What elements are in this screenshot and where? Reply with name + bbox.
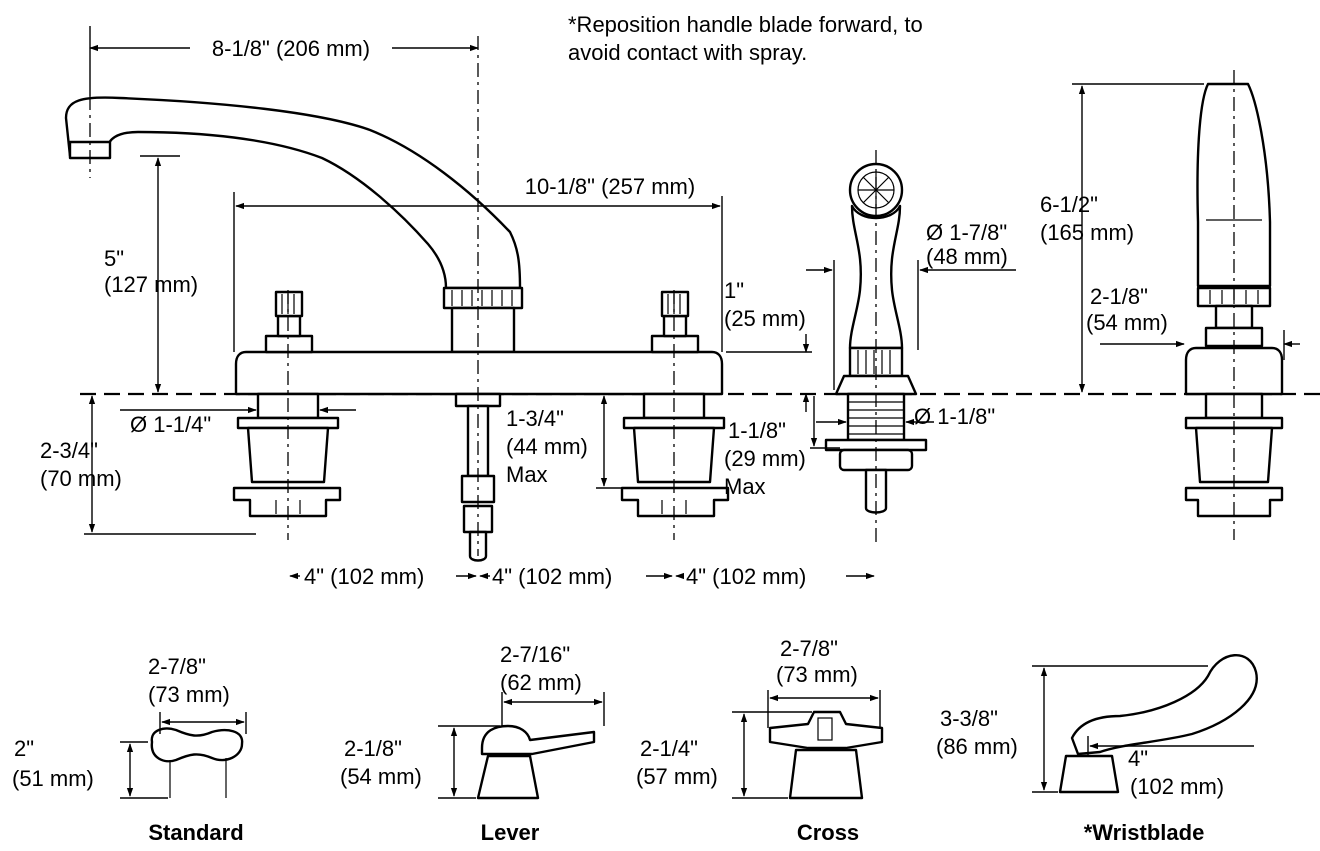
standard-width-in: 2-7/8" <box>148 654 206 679</box>
lever-handle-shape <box>480 724 596 756</box>
handle-standard <box>120 712 247 799</box>
lever-width-in: 2-7/16" <box>500 642 570 667</box>
wristblade-width-in: 4" <box>1128 746 1148 771</box>
spray-max-mm: (29 mm) <box>724 446 806 471</box>
left-coupling-nut <box>232 486 342 518</box>
standard-handle-shape <box>150 727 244 763</box>
lever-caption: Lever <box>481 820 540 845</box>
deck-thickness-in: 1" <box>724 278 744 303</box>
spray-head-dia-in: Ø 1-7/8" <box>926 220 1007 245</box>
spout <box>64 96 522 290</box>
faucet-side-view <box>1184 82 1284 518</box>
shank-length-mm: (70 mm) <box>40 466 122 491</box>
right-valve-bonnet <box>650 334 700 354</box>
wristblade-height-mm: (86 mm) <box>936 734 1018 759</box>
overall-width-dim: 10-1/8" (257 mm) <box>525 174 695 199</box>
standard-caption: Standard <box>148 820 243 845</box>
cross-height-mm: (57 mm) <box>636 764 718 789</box>
left-valve-stem <box>274 290 304 318</box>
lever-height-mm: (54 mm) <box>340 764 422 789</box>
side-valve-mm: (54 mm) <box>1086 310 1168 335</box>
cross-handle-shape <box>768 710 884 750</box>
side-valve-in: 2-1/8" <box>1090 284 1148 309</box>
supply-max-label: Max <box>506 462 548 487</box>
shank-diameter-dim: Ø 1-1/4" <box>130 412 211 437</box>
spacing-left-dim: 4" (102 mm) <box>304 564 424 589</box>
wristblade-height-in: 3-3/8" <box>940 706 998 731</box>
spout-reach-dim: 8-1/8" (206 mm) <box>212 36 370 61</box>
spray-max-label: Max <box>724 474 766 499</box>
spray-hose <box>864 468 888 514</box>
spacing-middle-dim: 4" (102 mm) <box>492 564 612 589</box>
supply-max-mm: (44 mm) <box>506 434 588 459</box>
note-line-2: avoid contact with spray. <box>568 40 807 65</box>
handle-wristblade <box>1032 654 1258 794</box>
lever-height-in: 2-1/8" <box>344 736 402 761</box>
shank-length-in: 2-3/4" <box>40 438 98 463</box>
left-valve-bonnet <box>264 334 314 354</box>
cross-width-mm: (73 mm) <box>776 662 858 687</box>
right-coupling-nut <box>620 486 730 518</box>
standard-width-mm: (73 mm) <box>148 682 230 707</box>
note-line-1: *Reposition handle blade forward, to <box>568 12 923 37</box>
right-valve-stem <box>660 290 690 318</box>
spout-height-in: 5" <box>104 246 124 271</box>
cross-width-in: 2-7/8" <box>780 636 838 661</box>
deck-thickness-mm: (25 mm) <box>724 306 806 331</box>
spout-base <box>450 306 516 354</box>
side-height-in: 6-1/2" <box>1040 192 1098 217</box>
wristblade-handle-shape <box>1070 654 1258 756</box>
handle-cross <box>732 690 884 800</box>
supply-max-in: 1-3/4" <box>506 406 564 431</box>
spray-max-in: 1-1/8" <box>728 418 786 443</box>
wristblade-caption: *Wristblade <box>1084 820 1205 845</box>
cross-height-in: 2-1/4" <box>640 736 698 761</box>
standard-height-in: 2" <box>14 736 34 761</box>
kitchen-faucet-front-view <box>64 96 730 562</box>
side-height-mm: (165 mm) <box>1040 220 1134 245</box>
handle-lever <box>438 692 605 800</box>
lever-width-mm: (62 mm) <box>500 670 582 695</box>
deck-plate <box>234 350 724 396</box>
spray-hole-dia: Ø 1-1/8" <box>914 404 995 429</box>
spray-head-dia-mm: (48 mm) <box>926 244 1008 269</box>
spacing-right-dim: 4" (102 mm) <box>686 564 806 589</box>
cross-caption: Cross <box>797 820 859 845</box>
spout-height-mm: (127 mm) <box>104 272 198 297</box>
wristblade-width-mm: (102 mm) <box>1130 774 1224 799</box>
spout-collar <box>442 286 524 310</box>
standard-height-mm: (51 mm) <box>12 766 94 791</box>
